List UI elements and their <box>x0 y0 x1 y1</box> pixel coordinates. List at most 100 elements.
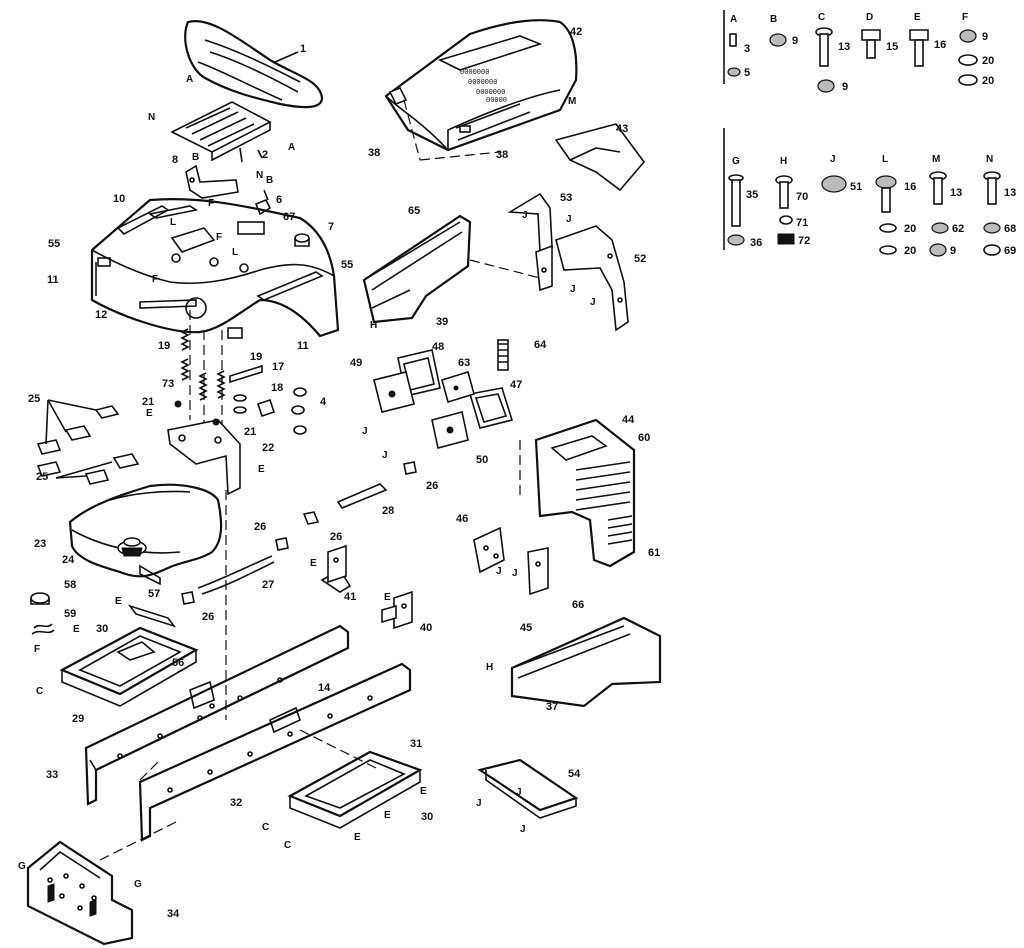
bolt-shank-icon <box>866 39 876 59</box>
callout-part-34: 34 <box>167 908 180 920</box>
front-axle-bracket-part-34 <box>26 840 134 946</box>
callout-part-59: 59 <box>64 608 76 620</box>
callout-part-24: 24 <box>62 554 75 566</box>
callout-part-29: 29 <box>72 713 84 725</box>
hardware-tag-j: J <box>520 824 526 835</box>
callout-part-58: 58 <box>64 579 76 591</box>
callout-part-11: 11 <box>297 340 309 352</box>
fuel-tank-part-23 <box>68 483 223 586</box>
nut-icon <box>727 234 745 246</box>
callout-part-38: 38 <box>496 149 508 161</box>
light-part-50 <box>431 411 469 449</box>
hardware-tag-j: J <box>362 426 368 437</box>
hardware-tag-j: J <box>566 214 572 225</box>
legend-g-part-2: 36 <box>750 237 762 249</box>
bolt-shank-icon <box>881 187 891 213</box>
bolt-shank-icon <box>819 33 829 67</box>
callout-part-38: 38 <box>368 147 380 159</box>
lower-side-panel-part-37 <box>510 616 662 708</box>
bracket-part-46 <box>473 526 505 574</box>
callout-part-23: 23 <box>34 538 46 550</box>
callout-part-73: 73 <box>162 378 174 390</box>
callout-part-30: 30 <box>96 623 108 635</box>
legend-col-b: B <box>770 14 777 25</box>
callout-part-4: 4 <box>320 396 327 408</box>
callout-part-60: 60 <box>638 432 650 444</box>
legend-col-j: J <box>830 154 836 165</box>
callout-part-28: 28 <box>382 505 394 517</box>
callout-part-19: 19 <box>158 340 170 352</box>
callout-part-33: 33 <box>46 769 58 781</box>
legend-n-part-1: 13 <box>1004 187 1016 199</box>
hood-bracket-part-43 <box>554 123 646 192</box>
hardware-tag-g: G <box>18 861 26 872</box>
hose-clamps-part-26 <box>181 461 417 605</box>
callout-part-56: 56 <box>172 657 184 669</box>
legend-col-f: F <box>962 12 968 23</box>
hood-text-line-4: 00000 <box>486 97 507 105</box>
fender-body-part-10 <box>90 197 340 339</box>
fuel-hose-part-27 <box>197 483 388 595</box>
lock-washer-icon <box>983 222 1001 234</box>
hardware-tag-e: E <box>146 408 153 419</box>
legend-b-part-2: 9 <box>842 81 848 93</box>
callout-part-6: 6 <box>276 194 282 206</box>
callout-part-30: 30 <box>421 811 433 823</box>
bumper-part-7 <box>294 233 310 247</box>
washer-icon <box>958 54 978 66</box>
legend-l-part-1: 16 <box>904 181 916 193</box>
callout-part-26: 26 <box>202 611 214 623</box>
callout-part-48: 48 <box>432 341 444 353</box>
hardware-tag-n: N <box>148 112 155 123</box>
washer-icon <box>779 215 793 225</box>
hardware-tag-a: A <box>186 74 193 85</box>
bracket-part-52 <box>555 225 629 332</box>
hardware-tag-h: H <box>370 320 377 331</box>
washer-icon <box>983 244 1001 256</box>
hardware-tag-e: E <box>73 624 80 635</box>
legend-m-part-2: 62 <box>952 223 964 235</box>
legend-a-part-2: 5 <box>744 67 750 79</box>
legend-l-part-2: 20 <box>904 223 916 235</box>
hardware-tag-l: L <box>170 217 176 228</box>
grille-part-44 <box>519 418 636 568</box>
bracket-part-41 <box>320 544 352 593</box>
callout-part-27: 27 <box>262 579 274 591</box>
legend-h-part-3: 72 <box>798 235 810 247</box>
hardware-tag-f: F <box>34 644 40 655</box>
legend-a-part-1: 3 <box>744 43 750 55</box>
bolt-icon <box>729 33 737 47</box>
callout-part-14: 14 <box>318 682 331 694</box>
hardware-tag-n: N <box>256 170 263 181</box>
callout-part-42: 42 <box>570 26 582 38</box>
legend-h-part-1: 70 <box>796 191 808 203</box>
callout-part-10: 10 <box>113 193 125 205</box>
washer-icon <box>958 74 978 86</box>
legend-col-e: E <box>914 12 921 23</box>
callout-part-50: 50 <box>476 454 488 466</box>
hardware-tag-a: A <box>288 142 295 153</box>
hardware-tag-h: H <box>486 662 493 673</box>
legend-n-part-2: 68 <box>1004 223 1016 235</box>
spring-part-64 <box>497 339 509 371</box>
hardware-tag-b: B <box>266 175 273 186</box>
left-footrest-part-29 <box>59 604 199 707</box>
nut-icon <box>817 79 835 93</box>
callout-part-47: 47 <box>510 379 522 391</box>
legend-col-l: L <box>882 154 888 165</box>
legend-col-h: H <box>780 156 787 167</box>
legend-l-part-3: 20 <box>904 245 916 257</box>
nut-icon <box>777 233 795 245</box>
hardware-tag-e: E <box>115 596 122 607</box>
callout-part-26: 26 <box>426 480 438 492</box>
bumpers-part-4 <box>291 387 307 435</box>
leader-dash <box>469 259 541 279</box>
legend-col-c: C <box>818 12 825 23</box>
hardware-legend: A 3 5 B 9 C 13 9 D 15 E 16 F 9 20 20 G 3… <box>723 10 1016 257</box>
bolt-shank-icon <box>779 181 789 209</box>
callout-part-32: 32 <box>230 797 242 809</box>
callout-part-64: 64 <box>534 339 547 351</box>
light-part-63 <box>441 370 475 404</box>
